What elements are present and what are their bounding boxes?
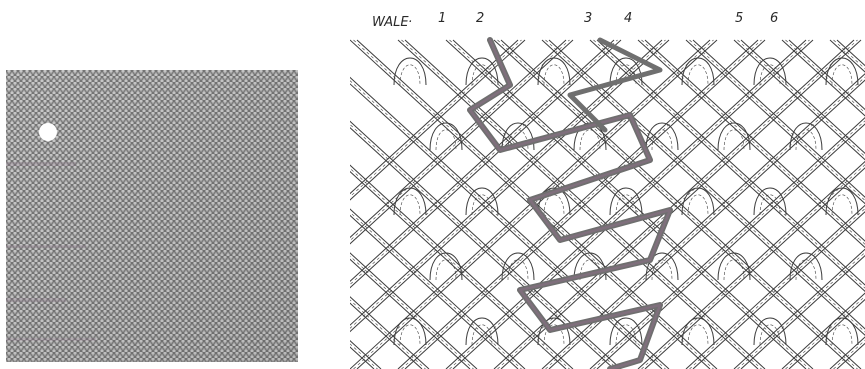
yarn-dash bbox=[350, 40, 378, 369]
yarn-loops bbox=[394, 58, 858, 345]
stitch-loop bbox=[826, 188, 858, 215]
wale-number-4: 4 bbox=[624, 11, 632, 26]
wale-labels: WALE · 1 2 3 4 5 6 bbox=[372, 11, 778, 30]
stitch-loop bbox=[394, 188, 426, 215]
wale-label: WALE bbox=[372, 15, 409, 30]
fabric-shading bbox=[6, 70, 298, 362]
stitch-loop bbox=[682, 58, 714, 85]
stitch-loop-dash bbox=[544, 195, 564, 215]
stitch-loop-dash bbox=[436, 130, 456, 150]
yarn-line bbox=[837, 40, 865, 369]
stitch-loop bbox=[682, 188, 714, 215]
punch-hole bbox=[39, 123, 57, 141]
stitch-loop bbox=[646, 123, 678, 150]
yarn-line bbox=[350, 40, 621, 369]
stitch-loop bbox=[538, 58, 570, 85]
wale-label-dot: · bbox=[408, 15, 412, 30]
stitch-loop-dash bbox=[580, 130, 600, 150]
stitch-loop-dash bbox=[400, 195, 420, 215]
stitch-loop-dash bbox=[688, 325, 708, 345]
yarn-line bbox=[837, 40, 865, 369]
wale-number-1: 1 bbox=[438, 11, 446, 26]
stitch-loop-dash bbox=[400, 325, 420, 345]
stitch-loop-dash bbox=[724, 130, 744, 150]
yarn-dash bbox=[642, 40, 865, 369]
stitch-loop-dash bbox=[832, 195, 852, 215]
yarn-line bbox=[350, 40, 621, 369]
stitch-loop bbox=[610, 318, 642, 345]
stitch-loop-dash bbox=[472, 65, 492, 85]
knit-structure-svg: WALE · 1 2 3 4 5 6 bbox=[350, 0, 865, 369]
yarn-line bbox=[350, 40, 429, 369]
yarn-dash bbox=[834, 40, 865, 369]
stitch-loop bbox=[430, 253, 462, 280]
stitch-loop-dash bbox=[688, 195, 708, 215]
fabric-photo-svg bbox=[6, 70, 298, 362]
stitch-loop bbox=[394, 58, 426, 85]
yarn-dash bbox=[642, 40, 865, 369]
yarn-line bbox=[350, 40, 669, 369]
knit-structure-diagram: WALE · 1 2 3 4 5 6 bbox=[350, 0, 865, 369]
yarn-dash bbox=[738, 40, 865, 369]
wale-number-5: 5 bbox=[735, 11, 743, 26]
stitch-loop bbox=[754, 318, 786, 345]
yarn-dash bbox=[738, 40, 865, 369]
stitch-loop bbox=[790, 123, 822, 150]
stitch-loop-dash bbox=[832, 325, 852, 345]
yarn-line bbox=[350, 40, 477, 369]
wale-number-3: 3 bbox=[584, 11, 592, 26]
stitch-loop bbox=[466, 318, 498, 345]
yarn-dash bbox=[834, 40, 865, 369]
wale-number-6: 6 bbox=[770, 11, 778, 26]
yarn-line bbox=[350, 40, 374, 369]
wale-number-2: 2 bbox=[476, 11, 484, 26]
yarn-line bbox=[350, 40, 381, 369]
fabric-photo bbox=[6, 70, 298, 362]
stitch-loop bbox=[718, 253, 750, 280]
stitch-loop-dash bbox=[760, 65, 780, 85]
yarn-dash bbox=[350, 40, 426, 369]
yarn-line bbox=[350, 40, 669, 369]
stitch-loop bbox=[826, 58, 858, 85]
